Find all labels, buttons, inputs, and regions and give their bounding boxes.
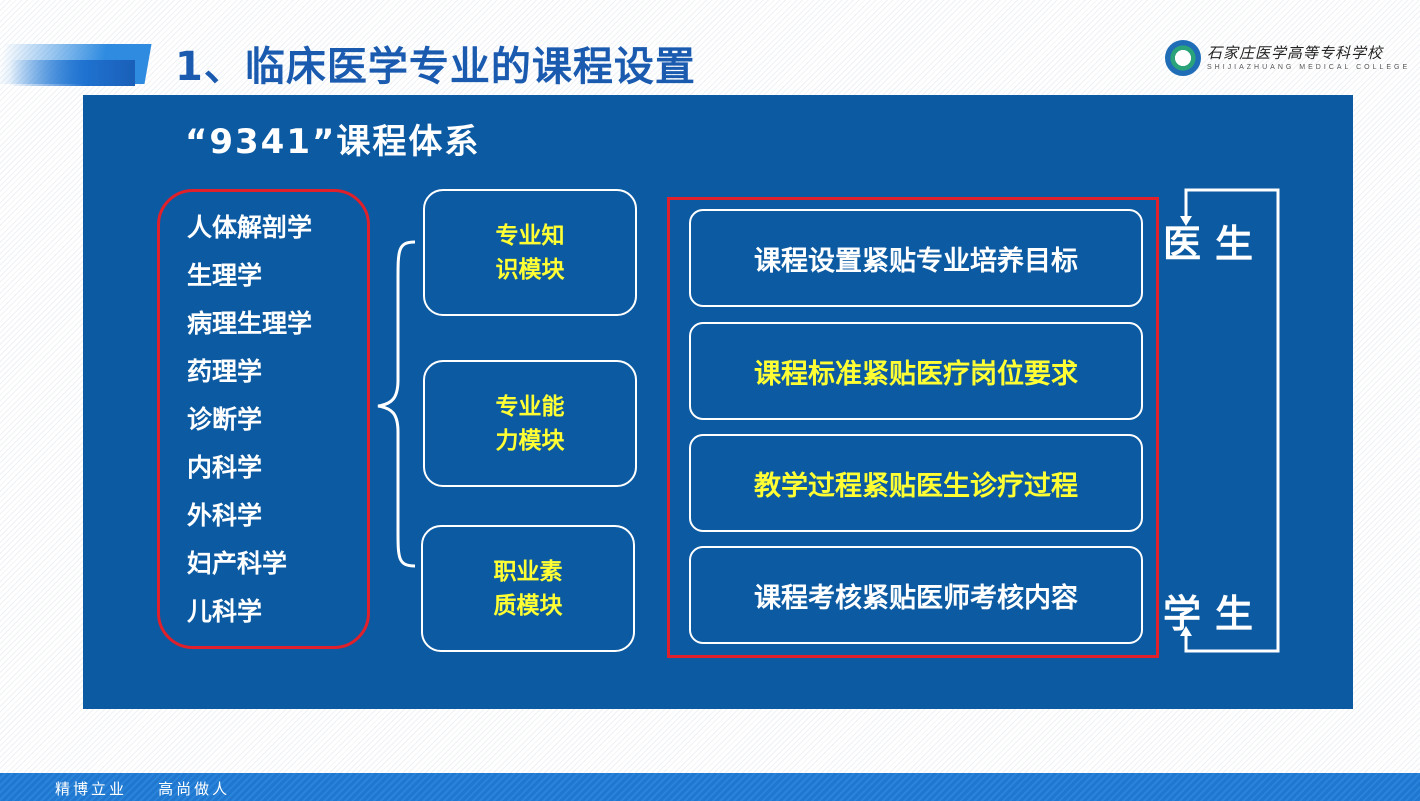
course-item: 内科学 [187, 453, 263, 482]
principle-text: 课程设置紧贴专业培养目标 [754, 245, 1078, 277]
course-list: 人体解剖学 生理学 病理生理学 药理学 诊断学 内科学 外科学 妇产科学 儿科学 [187, 209, 312, 641]
title-accent-bar [0, 40, 152, 88]
curriculum-system-title: “9341”课程体系 [185, 122, 481, 162]
footer-motto: 精博立业 高尚做人 [55, 780, 231, 798]
module-label: 专业知 识模块 [495, 222, 565, 283]
logo-chinese-name: 石家庄医学高等专科学校 [1207, 44, 1384, 62]
principles-frame [667, 197, 1159, 658]
course-item: 外科学 [187, 501, 263, 530]
doctor-label: 医生 [1163, 222, 1268, 266]
principle-text: 课程考核紧贴医师考核内容 [754, 582, 1078, 614]
course-item: 生理学 [187, 261, 263, 290]
student-label: 学生 [1163, 592, 1268, 636]
principle-box: 教学过程紧贴医生诊疗过程 [689, 434, 1143, 532]
course-item: 诊断学 [187, 405, 263, 434]
course-item: 妇产科学 [187, 549, 288, 578]
principle-text: 教学过程紧贴医生诊疗过程 [754, 470, 1078, 502]
module-quality: 职业素 质模块 [421, 525, 635, 652]
college-seal-icon [1165, 40, 1201, 76]
footer-bar: 精博立业 高尚做人 [0, 773, 1420, 801]
cycle-arrow-icon [1180, 188, 1280, 653]
course-item: 儿科学 [187, 597, 263, 626]
module-ability: 专业能 力模块 [423, 360, 637, 487]
curly-brace-icon [377, 240, 416, 568]
module-label: 专业能 力模块 [495, 393, 565, 454]
principle-box: 课程标准紧贴医疗岗位要求 [689, 322, 1143, 420]
page-title: 1、临床医学专业的课程设置 [175, 44, 696, 90]
module-knowledge: 专业知 识模块 [423, 189, 637, 316]
logo-english-name: SHIJIAZHUANG MEDICAL COLLEGE [1207, 64, 1411, 71]
course-item: 药理学 [187, 357, 263, 386]
course-list-frame [157, 189, 370, 649]
principle-box: 课程考核紧贴医师考核内容 [689, 546, 1143, 644]
course-item: 病理生理学 [187, 309, 313, 338]
module-label: 职业素 质模块 [493, 558, 563, 619]
principle-text: 课程标准紧贴医疗岗位要求 [754, 358, 1078, 390]
college-logo: 石家庄医学高等专科学校 SHIJIAZHUANG MEDICAL COLLEGE [1165, 40, 1407, 80]
principle-box: 课程设置紧贴专业培养目标 [689, 209, 1143, 307]
course-item: 人体解剖学 [187, 213, 313, 242]
